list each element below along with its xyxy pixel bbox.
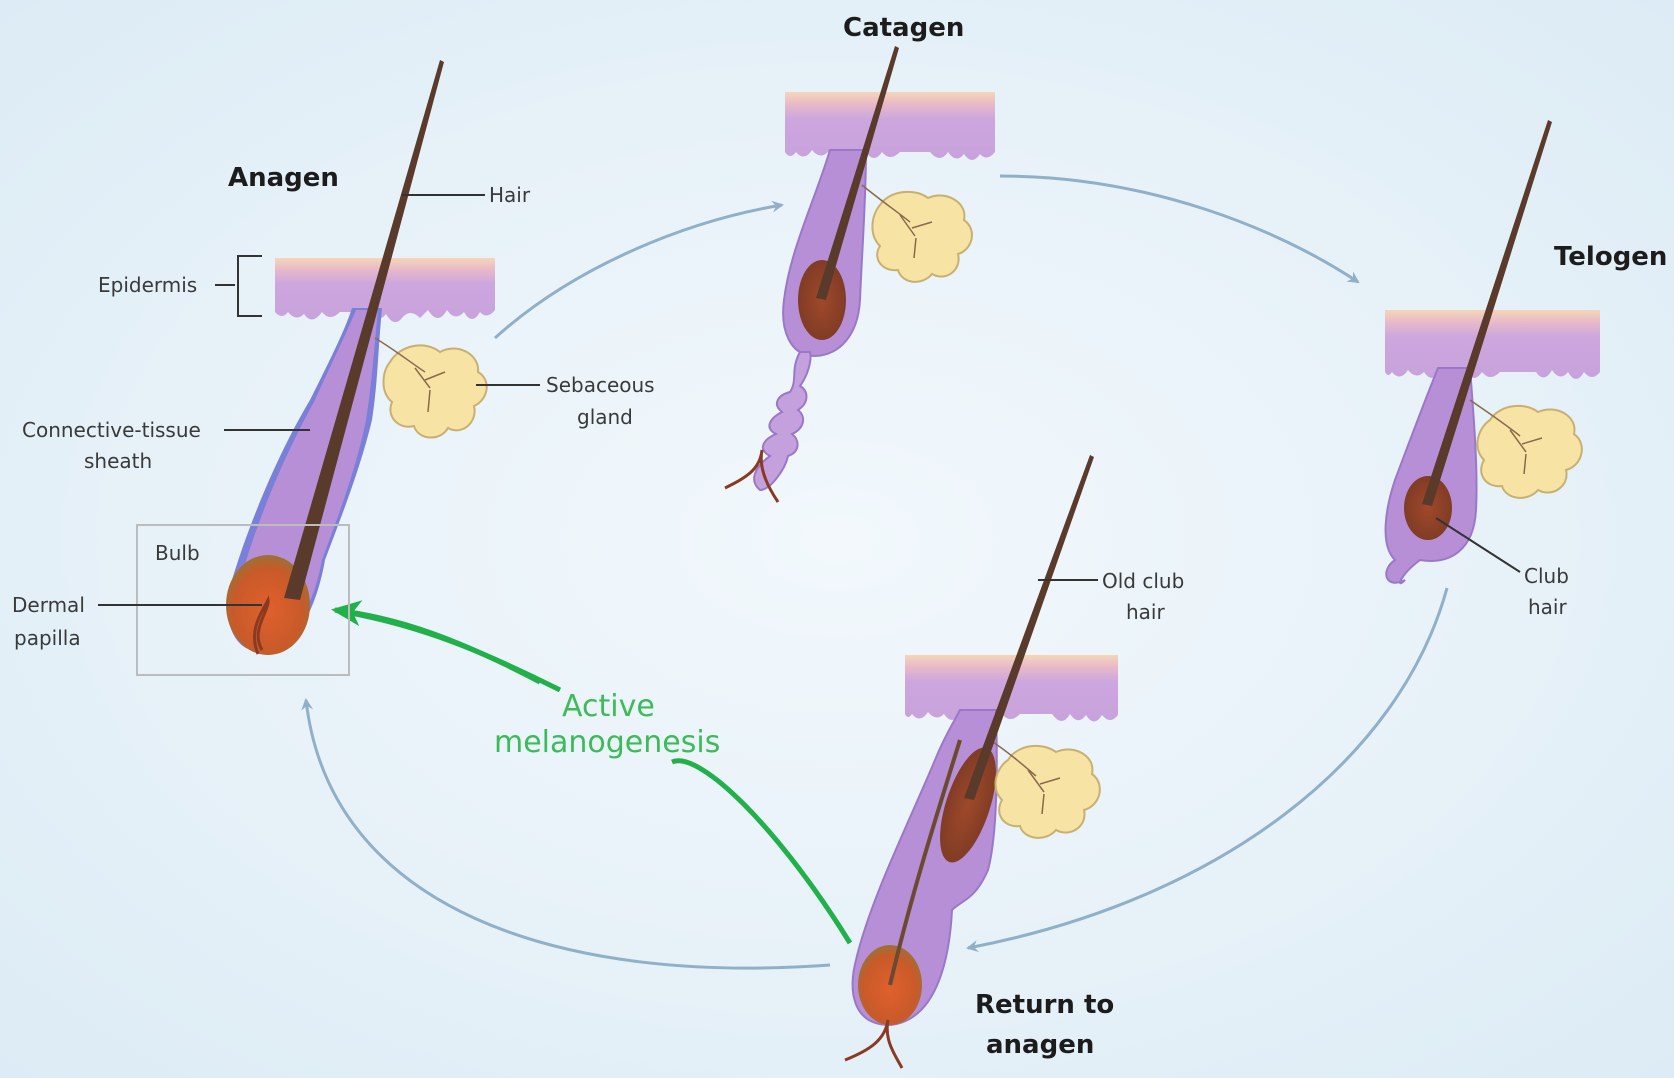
bulb-label: Bulb <box>155 541 200 565</box>
return-papilla <box>845 1020 902 1068</box>
telogen-follicle <box>1385 120 1600 583</box>
melanogenesis-label-line1: Active <box>562 689 655 724</box>
return-sebaceous-gland <box>995 746 1099 838</box>
dermal-label-line1: Dermal <box>12 593 85 617</box>
anagen-follicle <box>226 60 495 655</box>
old-club-label-line1: Old club <box>1102 569 1184 593</box>
return-title-line1: Return to <box>975 990 1114 1020</box>
telogen-title: Telogen <box>1554 242 1667 272</box>
old-club-label-line2: hair <box>1126 600 1165 624</box>
telogen-skin <box>1385 310 1600 379</box>
arrow-melanogenesis-head <box>335 610 540 682</box>
epidermis-label: Epidermis <box>98 273 197 297</box>
catagen-club <box>798 260 846 340</box>
anagen-title: Anagen <box>228 163 339 193</box>
return-title-line2: anagen <box>986 1030 1094 1060</box>
sheath-label-line1: Connective-tissue <box>22 418 201 442</box>
return-anagen-follicle <box>845 455 1118 1068</box>
telogen-club <box>1404 476 1452 540</box>
arrow-anagen-to-catagen <box>495 205 782 338</box>
telogen-sebaceous-gland <box>1477 406 1581 498</box>
club-label-line2: hair <box>1528 595 1567 619</box>
arrow-melanogenesis <box>335 610 850 943</box>
sebaceous-label-line2: gland <box>577 405 633 429</box>
anagen-sebaceous-gland <box>384 345 487 437</box>
epidermis-bracket <box>215 256 262 316</box>
melanogenesis-label-line2: melanogenesis <box>494 725 720 760</box>
anagen-hair-shaft <box>284 60 444 600</box>
catagen-follicle <box>725 46 995 502</box>
dermal-label-line2: papilla <box>14 626 81 650</box>
club-label-line1: Club <box>1524 564 1569 588</box>
sebaceous-label-line1: Sebaceous <box>546 373 655 397</box>
catagen-skin <box>785 92 995 160</box>
arrow-catagen-to-telogen <box>1000 176 1358 282</box>
hair-label: Hair <box>489 183 531 207</box>
sheath-label-line2: sheath <box>84 449 152 473</box>
catagen-title: Catagen <box>843 13 964 43</box>
